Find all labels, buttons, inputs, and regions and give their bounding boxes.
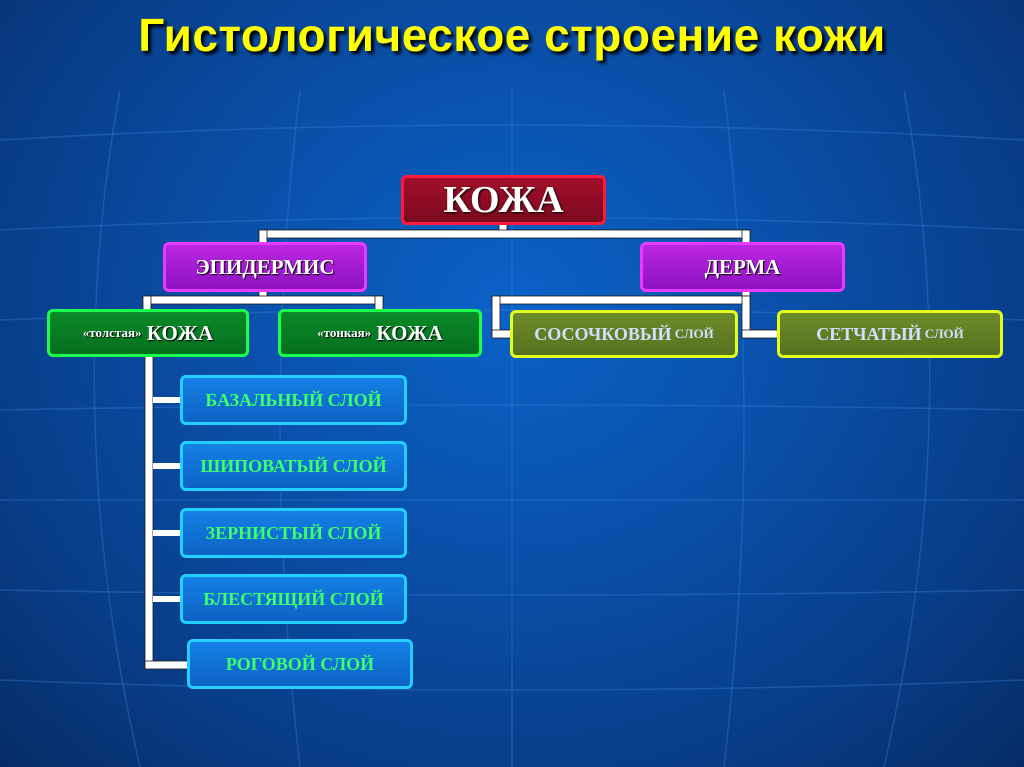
node-thick-skin-qualifier: «толстая» [82,325,142,340]
node-lucid-layer-label: БЛЕСТЯЩИЙ СЛОЙ [203,588,384,609]
node-reticular-suffix: СЛОЙ [921,326,964,341]
node-skin-label: КОЖА [443,179,564,221]
node-thin-skin-qualifier: «тонкая» [317,325,372,340]
node-papillary-label: СОСОЧКОВЫЙ [534,323,672,344]
node-spinous-layer: ШИПОВАТЫЙ СЛОЙ [180,441,407,491]
node-dermis: ДЕРМА [640,242,845,292]
node-spinous-layer-label: ШИПОВАТЫЙ СЛОЙ [200,455,387,476]
node-papillary-layer: СОСОЧКОВЫЙ СЛОЙ [510,310,738,358]
node-horny-layer-label: РОГОВОЙ СЛОЙ [225,653,375,674]
node-lucid-layer: БЛЕСТЯЩИЙ СЛОЙ [180,574,407,624]
node-dermis-label: ДЕРМА [704,254,781,279]
node-basal-layer: БАЗАЛЬНЫЙ СЛОЙ [180,375,407,425]
node-epidermis: ЭПИДЕРМИС [163,242,367,292]
node-granular-layer-label: ЗЕРНИСТЫЙ СЛОЙ [205,522,382,543]
page-title: Гистологическое строение кожи [138,9,886,61]
node-thick-skin: «толстая» КОЖА [47,309,249,357]
node-granular-layer: ЗЕРНИСТЫЙ СЛОЙ [180,508,407,558]
node-papillary-suffix: СЛОЙ [671,326,714,341]
node-epidermis-label: ЭПИДЕРМИС [195,254,335,279]
node-skin: КОЖА [401,175,606,225]
node-horny-layer: РОГОВОЙ СЛОЙ [187,639,413,689]
node-basal-layer-label: БАЗАЛЬНЫЙ СЛОЙ [205,389,382,410]
node-thin-skin-label: КОЖА [371,320,443,345]
node-thin-skin: «тонкая» КОЖА [278,309,482,357]
node-reticular-label: СЕТЧАТЫЙ [816,323,922,344]
node-thick-skin-label: КОЖА [141,320,214,345]
node-reticular-layer: СЕТЧАТЫЙ СЛОЙ [777,310,1003,358]
